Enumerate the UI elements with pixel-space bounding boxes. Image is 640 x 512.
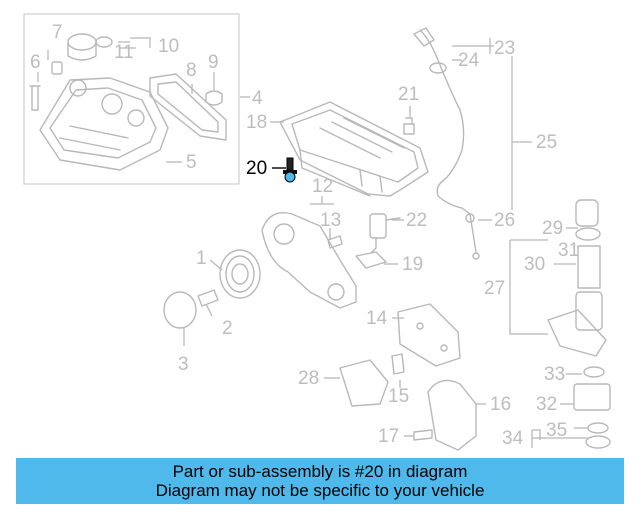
drain-plug-bolt-highlighted	[283, 157, 297, 183]
label-32: 32	[536, 394, 557, 415]
grommet-9	[205, 90, 223, 106]
label-21: 21	[398, 84, 419, 105]
label-11: 11	[114, 42, 134, 63]
gasket-19	[355, 251, 387, 269]
leader-lines	[37, 37, 588, 448]
label-14: 14	[366, 308, 388, 329]
bolt-17	[413, 429, 433, 441]
label-18: 18	[246, 112, 267, 133]
label-20-highlighted: 20	[246, 158, 267, 179]
label-24: 24	[458, 50, 480, 71]
label-8: 8	[186, 60, 197, 81]
timing-cover	[261, 212, 357, 309]
label-19: 19	[402, 254, 423, 275]
label-13: 13	[320, 210, 341, 231]
label-26: 26	[494, 210, 515, 231]
label-9: 9	[208, 52, 219, 73]
label-16: 16	[490, 394, 511, 415]
crankshaft-pulley	[219, 249, 261, 299]
info-banner: Part or sub-assembly is #20 in diagram D…	[16, 458, 624, 504]
valve-cover	[39, 77, 169, 171]
bracket-28	[339, 359, 389, 407]
label-23: 23	[494, 38, 515, 59]
label-25: 25	[536, 132, 557, 153]
bolt-6	[29, 85, 41, 111]
label-4: 4	[252, 88, 263, 109]
label-3: 3	[178, 354, 189, 375]
label-10: 10	[158, 36, 179, 57]
oil-pump-cover	[427, 379, 477, 451]
valve-cover-gasket	[149, 73, 227, 141]
label-29: 29	[542, 218, 563, 239]
label-1: 1	[196, 248, 207, 269]
bolt-15	[391, 353, 405, 375]
sensor-22	[369, 213, 401, 253]
label-28: 28	[298, 368, 319, 389]
label-34: 34	[502, 428, 524, 449]
label-33: 33	[544, 364, 565, 385]
oil-filter-assembly	[547, 199, 607, 357]
oil-filler-cap	[67, 33, 113, 61]
label-30: 30	[524, 254, 545, 275]
crank-seal	[163, 291, 197, 329]
label-6: 6	[30, 52, 41, 73]
label-2: 2	[222, 318, 233, 339]
bolt-13	[327, 235, 343, 249]
bolt-21	[403, 117, 415, 135]
label-15: 15	[388, 386, 409, 407]
pulley-bolt	[197, 289, 219, 307]
valve-cover-inset-box	[23, 13, 240, 185]
label-7: 7	[52, 22, 63, 43]
bracket-14	[397, 303, 461, 367]
label-31: 31	[558, 240, 579, 261]
dipstick-tube	[413, 27, 480, 260]
label-22: 22	[406, 210, 427, 231]
label-35: 35	[546, 420, 567, 441]
banner-line-1: Part or sub-assembly is #20 in diagram	[172, 462, 468, 481]
label-17: 17	[378, 426, 399, 447]
label-27: 27	[484, 278, 505, 299]
label-12: 12	[312, 176, 333, 197]
label-5: 5	[186, 152, 197, 173]
oil-pan	[279, 101, 429, 197]
oil-cooler	[573, 366, 611, 449]
banner-line-2: Diagram may not be specific to your vehi…	[155, 481, 485, 500]
